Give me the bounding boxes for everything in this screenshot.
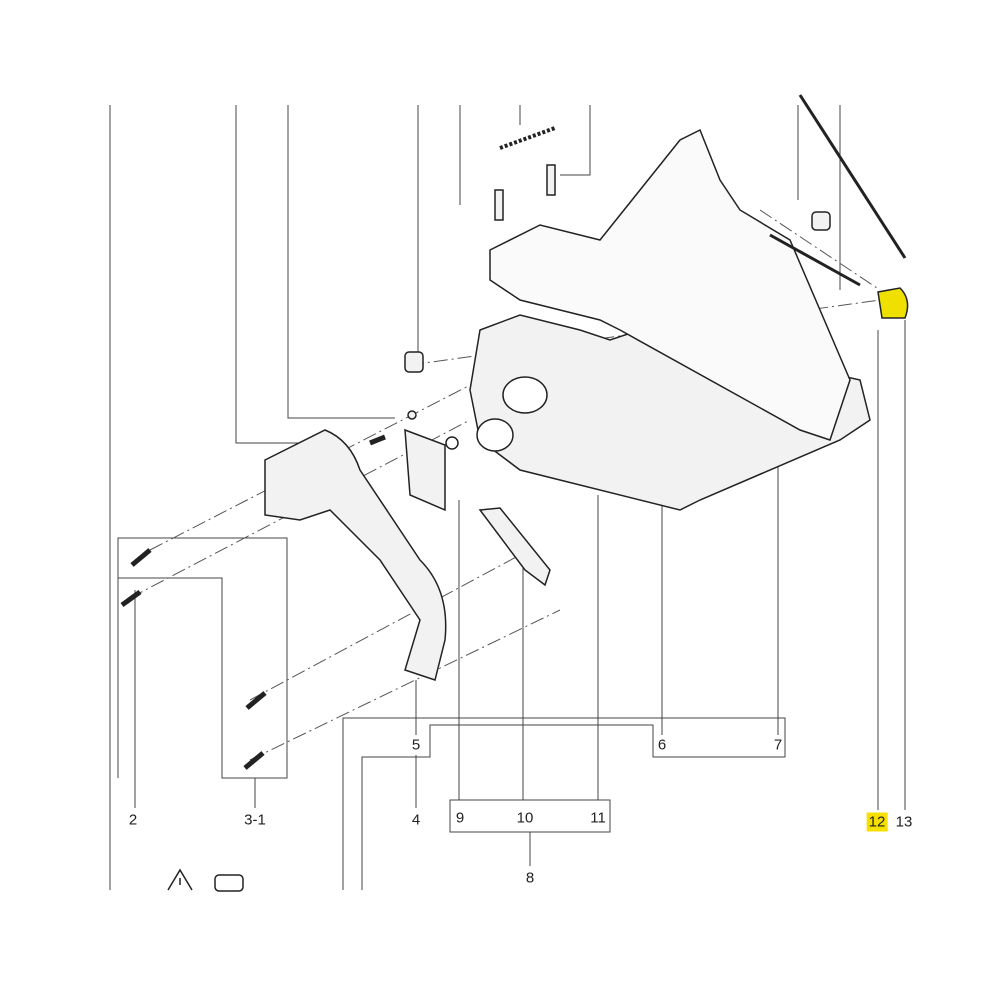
leader-lines — [109, 105, 906, 890]
callout-4: 4 — [411, 811, 421, 829]
parts — [120, 94, 909, 770]
brake-lever — [478, 507, 551, 587]
callout-9: 9 — [455, 809, 465, 827]
callout-11: 11 — [590, 809, 606, 827]
callout-5: 5 — [411, 736, 421, 754]
callout-7: 7 — [773, 736, 783, 754]
callout-6: 6 — [657, 736, 667, 754]
callout-10: 10 — [516, 809, 534, 827]
spring — [499, 126, 556, 150]
callout-12-highlighted: 12 — [866, 812, 888, 832]
callout-8: 8 — [525, 869, 535, 887]
callout-13: 13 — [895, 813, 913, 831]
cover-housing — [489, 128, 851, 441]
callout-3-1: 3-1 — [244, 811, 266, 829]
bushing — [404, 351, 424, 373]
warning-icon — [167, 868, 193, 891]
buffer-yellow — [877, 287, 909, 319]
manual-icon — [214, 874, 244, 892]
callout-2: 2 — [128, 811, 138, 829]
brake-spring — [404, 428, 446, 512]
chain-brake-handle — [264, 429, 447, 681]
